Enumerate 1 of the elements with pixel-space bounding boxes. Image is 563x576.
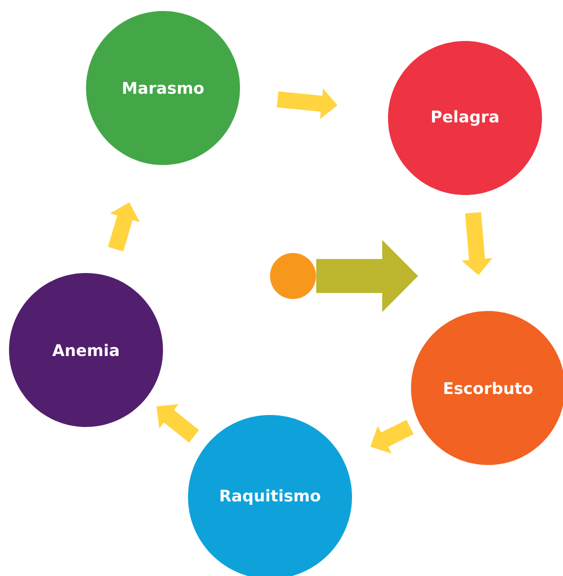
dot-circle	[270, 253, 316, 299]
